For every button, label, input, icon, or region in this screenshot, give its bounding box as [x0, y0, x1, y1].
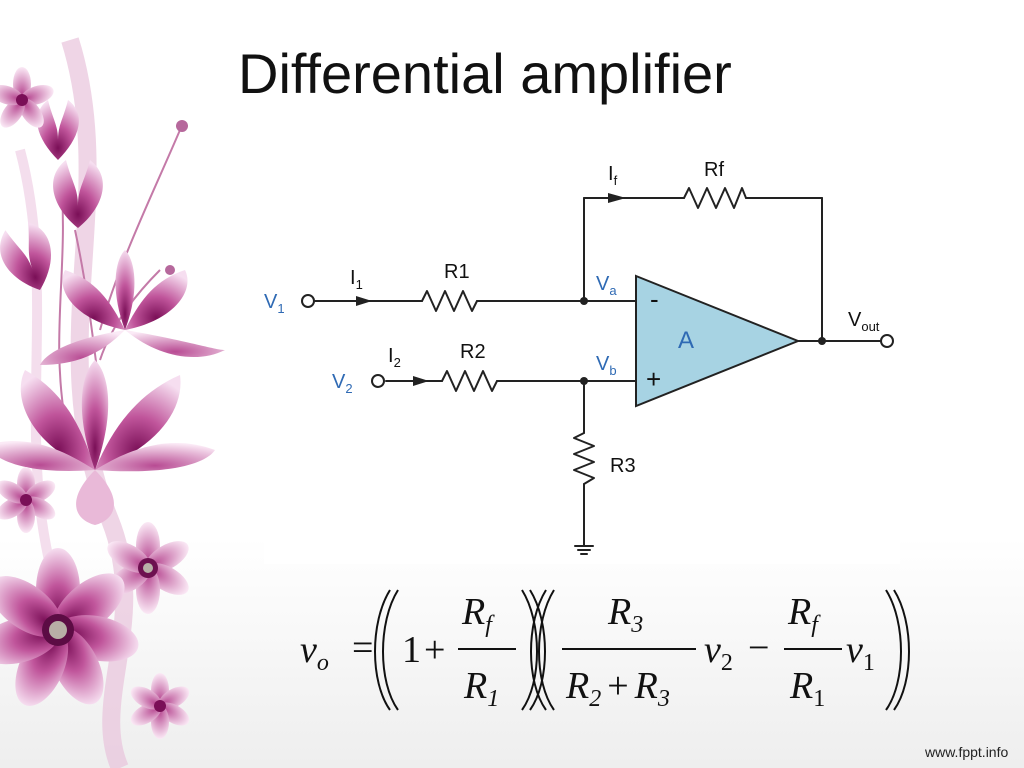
opamp-symbol — [635, 274, 801, 408]
frac2-numerator: R3 — [607, 591, 643, 638]
minus-sign: − — [748, 627, 769, 669]
watermark-text: www.fppt.info — [925, 744, 1009, 760]
r1-label: R1 — [444, 261, 470, 283]
v2-terminal — [371, 374, 385, 388]
frac1-denominator: R1 — [463, 665, 499, 712]
if-label: If — [608, 163, 618, 188]
one-term: 1 — [402, 629, 421, 671]
inverting-input-sign: - — [650, 284, 659, 314]
equals-sign: = — [352, 627, 373, 669]
gain-equation: vo = 1 + Rf R1 R3 R2+R3 v2 − Rf R1 v1 — [300, 589, 910, 712]
v1-terminal — [301, 294, 315, 308]
v2-symbol: v2 — [704, 629, 733, 676]
i2-label: I2 — [388, 345, 401, 370]
frac3-denominator: R1 — [789, 665, 825, 712]
frac1-numerator: Rf — [461, 591, 495, 638]
plus-sign: + — [424, 629, 445, 671]
slide-title: Differential amplifier — [238, 42, 732, 105]
v1-symbol: v1 — [846, 629, 875, 676]
noninverting-input-sign: + — [646, 364, 661, 394]
vout-label: Vout — [848, 309, 880, 334]
circuit-diagram: V1 V2 I1 I2 If R1 R2 R3 Rf Va Vb - + A V… — [264, 148, 900, 564]
vout-terminal — [880, 334, 894, 348]
va-label: Va — [596, 273, 617, 298]
v2-label: V2 — [332, 371, 353, 396]
frac2-denominator: R2+R3 — [565, 665, 670, 712]
vo-symbol: vo — [300, 629, 329, 676]
r3-label: R3 — [610, 455, 636, 477]
opamp-label: A — [678, 327, 694, 354]
r2-label: R2 — [460, 341, 486, 363]
vb-label: Vb — [596, 353, 617, 378]
flower-decoration — [0, 37, 225, 768]
i1-label: I1 — [350, 267, 363, 292]
v1-label: V1 — [264, 291, 285, 316]
if-arrow — [608, 193, 626, 203]
i2-arrow — [413, 376, 429, 386]
frac3-numerator: Rf — [787, 591, 821, 638]
i1-arrow — [356, 296, 372, 306]
rf-label: Rf — [704, 159, 724, 181]
